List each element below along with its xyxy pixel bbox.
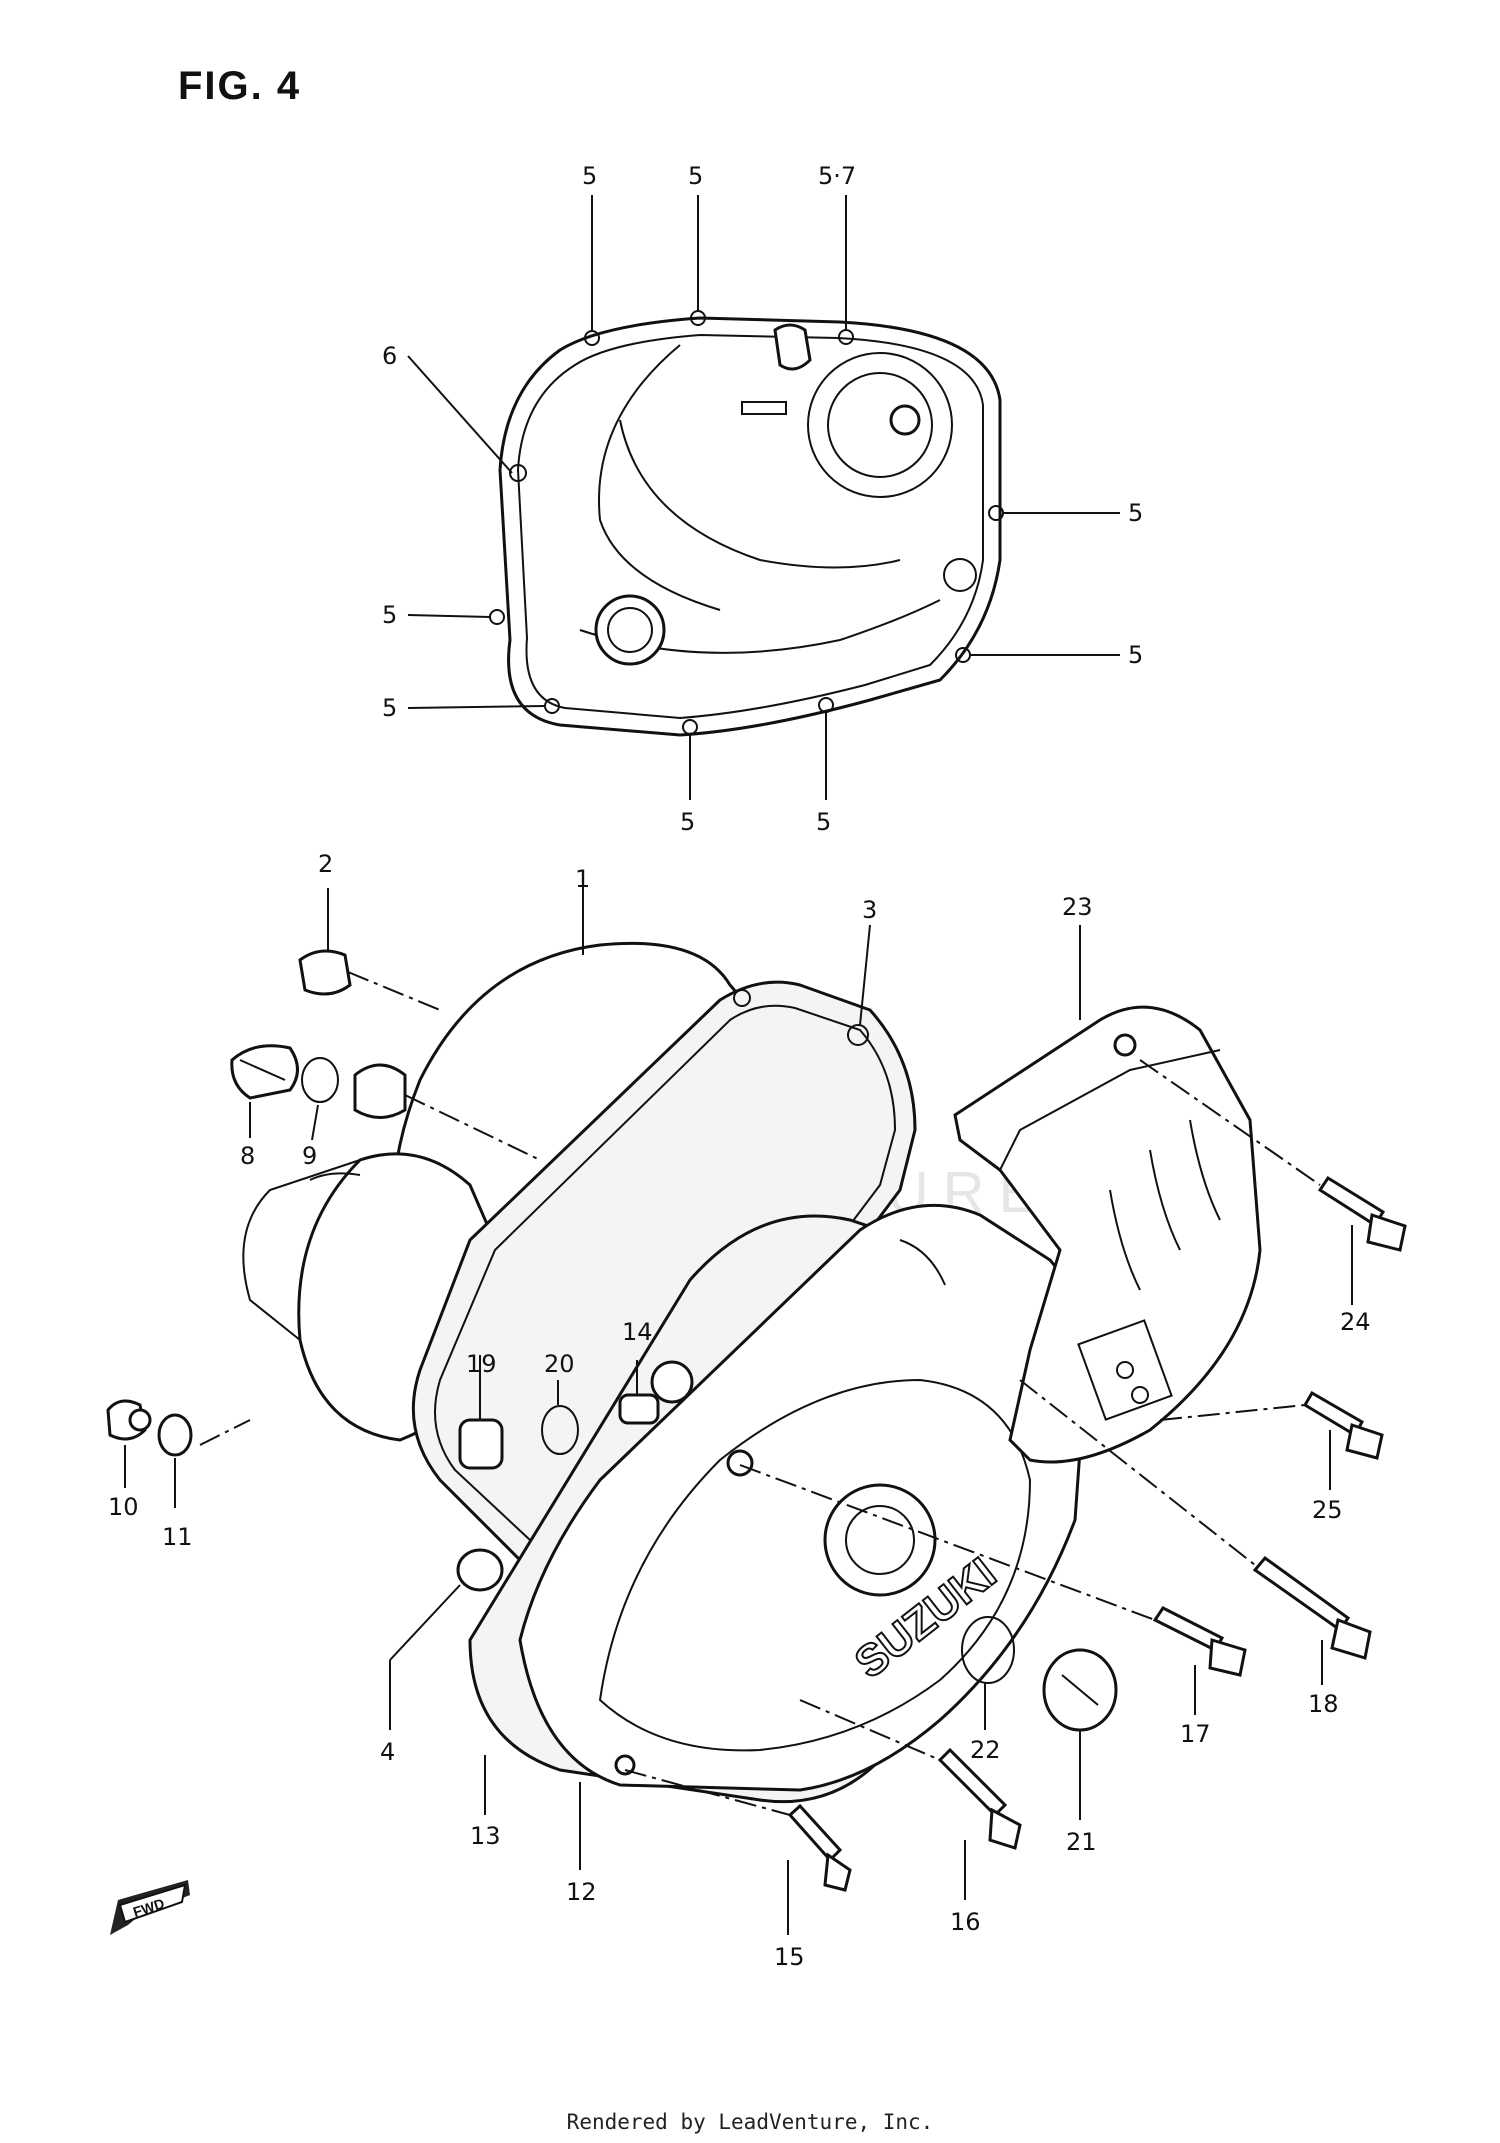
callout-labels: 5 5 5·7 6 5 5 5 5 5 5 2 1 3 23 8 9 24 14… (108, 162, 1371, 1971)
callout-17: 17 (1180, 1720, 1211, 1748)
oil-seal-part-4 (353, 1063, 504, 1592)
callout-4: 4 (380, 1738, 395, 1766)
callout-10: 10 (108, 1493, 139, 1521)
screw-part-16 (937, 1747, 1022, 1850)
callout-16: 16 (950, 1908, 981, 1936)
oil-plug-part-2 (298, 949, 352, 996)
o-ring-part-20 (541, 1405, 579, 1455)
washer-part-11 (157, 1413, 193, 1457)
callout-1: 1 (575, 865, 590, 893)
filler-cap-part-8 (230, 1044, 299, 1100)
callout-5-b: 5 (688, 162, 703, 190)
inspection-cap-part-21 (1042, 1648, 1118, 1732)
figure-title: FIG. 4 (178, 64, 302, 108)
nut-part-10 (106, 1399, 152, 1441)
callout-15: 15 (774, 1943, 805, 1971)
callout-12: 12 (566, 1878, 597, 1906)
callout-2: 2 (318, 850, 333, 878)
o-ring-part-9 (301, 1057, 339, 1103)
callout-23: 23 (1062, 893, 1093, 921)
screw-part-17 (1152, 1606, 1247, 1677)
callout-5-7: 5·7 (818, 162, 856, 190)
callout-5-right-1: 5 (1128, 499, 1143, 527)
callout-25: 25 (1312, 1496, 1343, 1524)
callout-5-bottom-2: 5 (816, 808, 831, 836)
bottom-leader-lines (124, 885, 1353, 1935)
callout-20: 20 (544, 1350, 575, 1378)
callout-19: 19 (466, 1350, 497, 1378)
clutch-cover (489, 310, 1004, 737)
screw-part-15 (787, 1803, 852, 1892)
callout-11: 11 (162, 1523, 193, 1551)
callout-21: 21 (1066, 1828, 1097, 1856)
dowel-pin-part-14 (618, 1393, 660, 1425)
footer-credit: Rendered by LeadVenture, Inc. (566, 2110, 934, 2134)
callout-14: 14 (622, 1318, 653, 1346)
callout-3: 3 (862, 896, 877, 924)
callout-18: 18 (1308, 1690, 1339, 1718)
o-ring-part-22 (961, 1616, 1015, 1684)
callout-9: 9 (302, 1142, 317, 1170)
callout-5-left-1: 5 (382, 601, 397, 629)
sprocket-cover-part-23 (953, 1005, 1262, 1464)
callout-5-right-2: 5 (1128, 641, 1143, 669)
callout-24: 24 (1340, 1308, 1371, 1336)
fwd-arrow-icon: FWD (110, 1880, 190, 1935)
callout-5-left-2: 5 (382, 694, 397, 722)
screw-part-24 (1317, 1175, 1407, 1252)
screw-part-18 (1252, 1555, 1372, 1660)
callout-22: 22 (970, 1736, 1001, 1764)
callout-5-a: 5 (582, 162, 597, 190)
assembly-lines (199, 971, 1321, 1816)
top-leader-lines (407, 195, 1120, 800)
callout-13: 13 (470, 1822, 501, 1850)
callout-5-bottom-1: 5 (680, 808, 695, 836)
plug-part-19 (458, 1418, 504, 1470)
callout-6: 6 (382, 342, 397, 370)
screw-part-25 (1302, 1390, 1384, 1460)
callout-8: 8 (240, 1142, 255, 1170)
